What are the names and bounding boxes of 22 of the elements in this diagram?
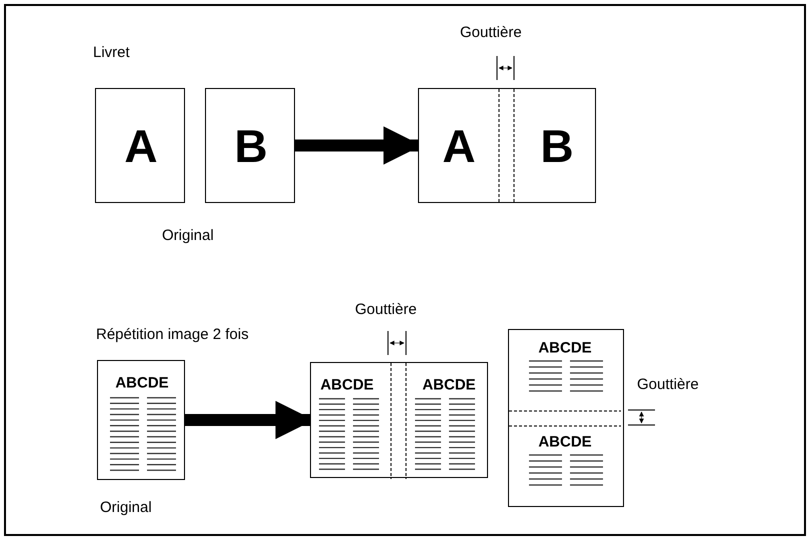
page-heading: ABCDE: [538, 340, 592, 356]
caption-text: Gouttière: [355, 302, 417, 318]
page-letter: A: [124, 123, 158, 169]
caption-text: Gouttière: [637, 377, 699, 394]
original-page: [97, 360, 185, 480]
page-heading: ABCDE: [422, 378, 476, 392]
original-page: [95, 88, 185, 203]
output-page: [508, 329, 624, 507]
page-letter: A: [442, 123, 476, 169]
page-letter: B: [540, 123, 574, 169]
output-page: [310, 362, 488, 478]
page-heading: ABCDE: [320, 378, 374, 392]
page-heading: ABCDE: [115, 376, 169, 390]
page-heading: ABCDE: [538, 434, 592, 450]
caption-text: Livret: [93, 45, 130, 62]
caption-text: Original: [100, 500, 152, 516]
page-letter: B: [234, 123, 268, 169]
output-page: [418, 88, 596, 203]
caption-text: Gouttière: [460, 25, 522, 42]
caption-text: Original: [162, 228, 214, 244]
original-page: [205, 88, 295, 203]
caption-text: Répétition image 2 fois: [96, 327, 249, 344]
